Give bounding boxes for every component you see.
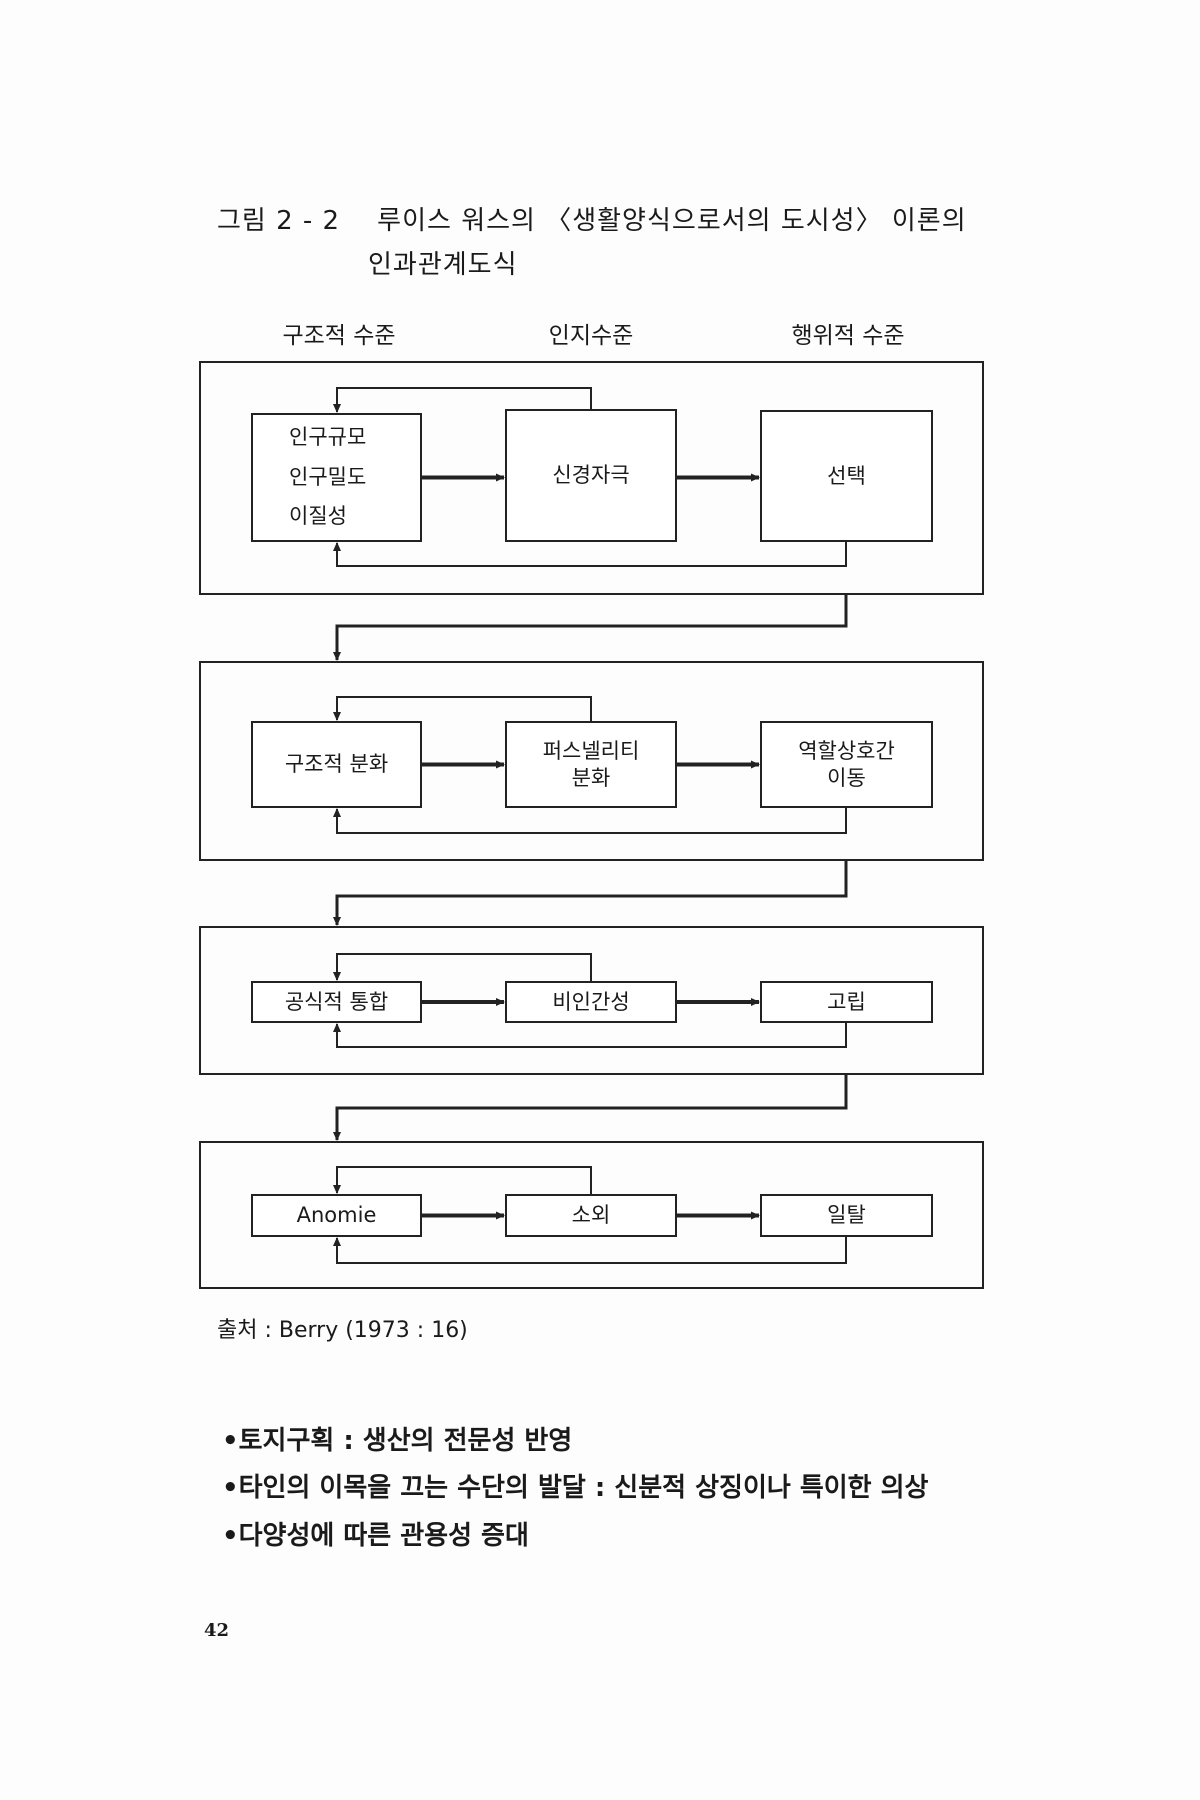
box-text: 이동 — [827, 765, 866, 790]
feedback-arrow-top — [333, 696, 592, 721]
feedback-arrow-bottom — [333, 808, 847, 834]
bullet-item: •타인의 이목을 끄는 수단의 발달 : 신분적 상징이나 특이한 의상 — [222, 1473, 929, 1503]
feedback-arrow-top — [333, 387, 592, 413]
box-text: 비인간성 — [552, 989, 630, 1014]
box-text: Anomie — [296, 1203, 377, 1228]
box-text: 분화 — [571, 765, 611, 790]
box-text: 인구밀도 — [289, 464, 367, 489]
box-structural-level4: Anomie — [251, 1194, 422, 1237]
box-text: 선택 — [827, 463, 866, 488]
box-text: 공식적 통합 — [284, 989, 389, 1014]
box-text: 일탈 — [827, 1203, 866, 1228]
box-structural-level2: 구조적 분화 — [251, 721, 422, 808]
level-frame — [199, 1141, 984, 1289]
box-text: 인구규모 — [289, 424, 367, 449]
column-header-behavioral: 행위적 수준 — [791, 323, 905, 349]
box-behavioral-level4: 일탈 — [760, 1194, 933, 1237]
box-behavioral-level1: 선택 — [760, 410, 933, 542]
column-header-structural: 구조적 수준 — [282, 323, 396, 349]
level-link-arrow — [333, 1074, 848, 1141]
box-structural-level3: 공식적 통합 — [251, 981, 422, 1023]
box-text: 역할상호간 — [798, 739, 895, 764]
figure-label: 그림 2 - 2 — [217, 206, 341, 236]
page-number: 42 — [204, 1620, 230, 1641]
level-link-arrow — [333, 594, 848, 661]
box-behavioral-level3: 고립 — [760, 981, 933, 1023]
box-cognitive-level1: 신경자극 — [505, 409, 677, 542]
box-text: 소외 — [571, 1203, 611, 1228]
feedback-arrow-bottom — [333, 542, 847, 567]
box-text: 신경자극 — [552, 463, 630, 488]
level-link-arrow — [333, 860, 848, 926]
bullet-item: •토지구획 : 생산의 전문성 반영 — [222, 1426, 573, 1456]
box-text: 퍼스넬리티 — [542, 739, 640, 764]
box-cognitive-level3: 비인간성 — [505, 981, 677, 1023]
feedback-arrow-bottom — [333, 1023, 847, 1048]
box-text: 고립 — [827, 989, 866, 1014]
source-citation: 출처 : Berry (1973 : 16) — [217, 1318, 468, 1343]
box-cognitive-level4: 소외 — [505, 1194, 677, 1237]
column-header-cognitive: 인지수준 — [548, 323, 634, 349]
box-text: 이질성 — [289, 504, 347, 529]
level-frame — [199, 361, 984, 595]
box-text: 구조적 분화 — [284, 752, 389, 777]
feedback-arrow-bottom — [333, 1237, 847, 1264]
figure-title-line1: 루이스 워스의 〈생활양식으로서의 도시성〉 이론의 — [377, 206, 967, 236]
level-frame — [199, 661, 984, 861]
level-frame — [199, 926, 984, 1075]
bullet-item: •다양성에 따른 관용성 증대 — [222, 1521, 529, 1551]
feedback-arrow-top — [333, 953, 592, 981]
feedback-arrow-top — [333, 1166, 592, 1194]
figure-caption: 그림 2 - 2 루이스 워스의 〈생활양식으로서의 도시성〉 이론의 — [217, 200, 967, 237]
figure-title-line2: 인과관계도식 — [368, 250, 518, 280]
